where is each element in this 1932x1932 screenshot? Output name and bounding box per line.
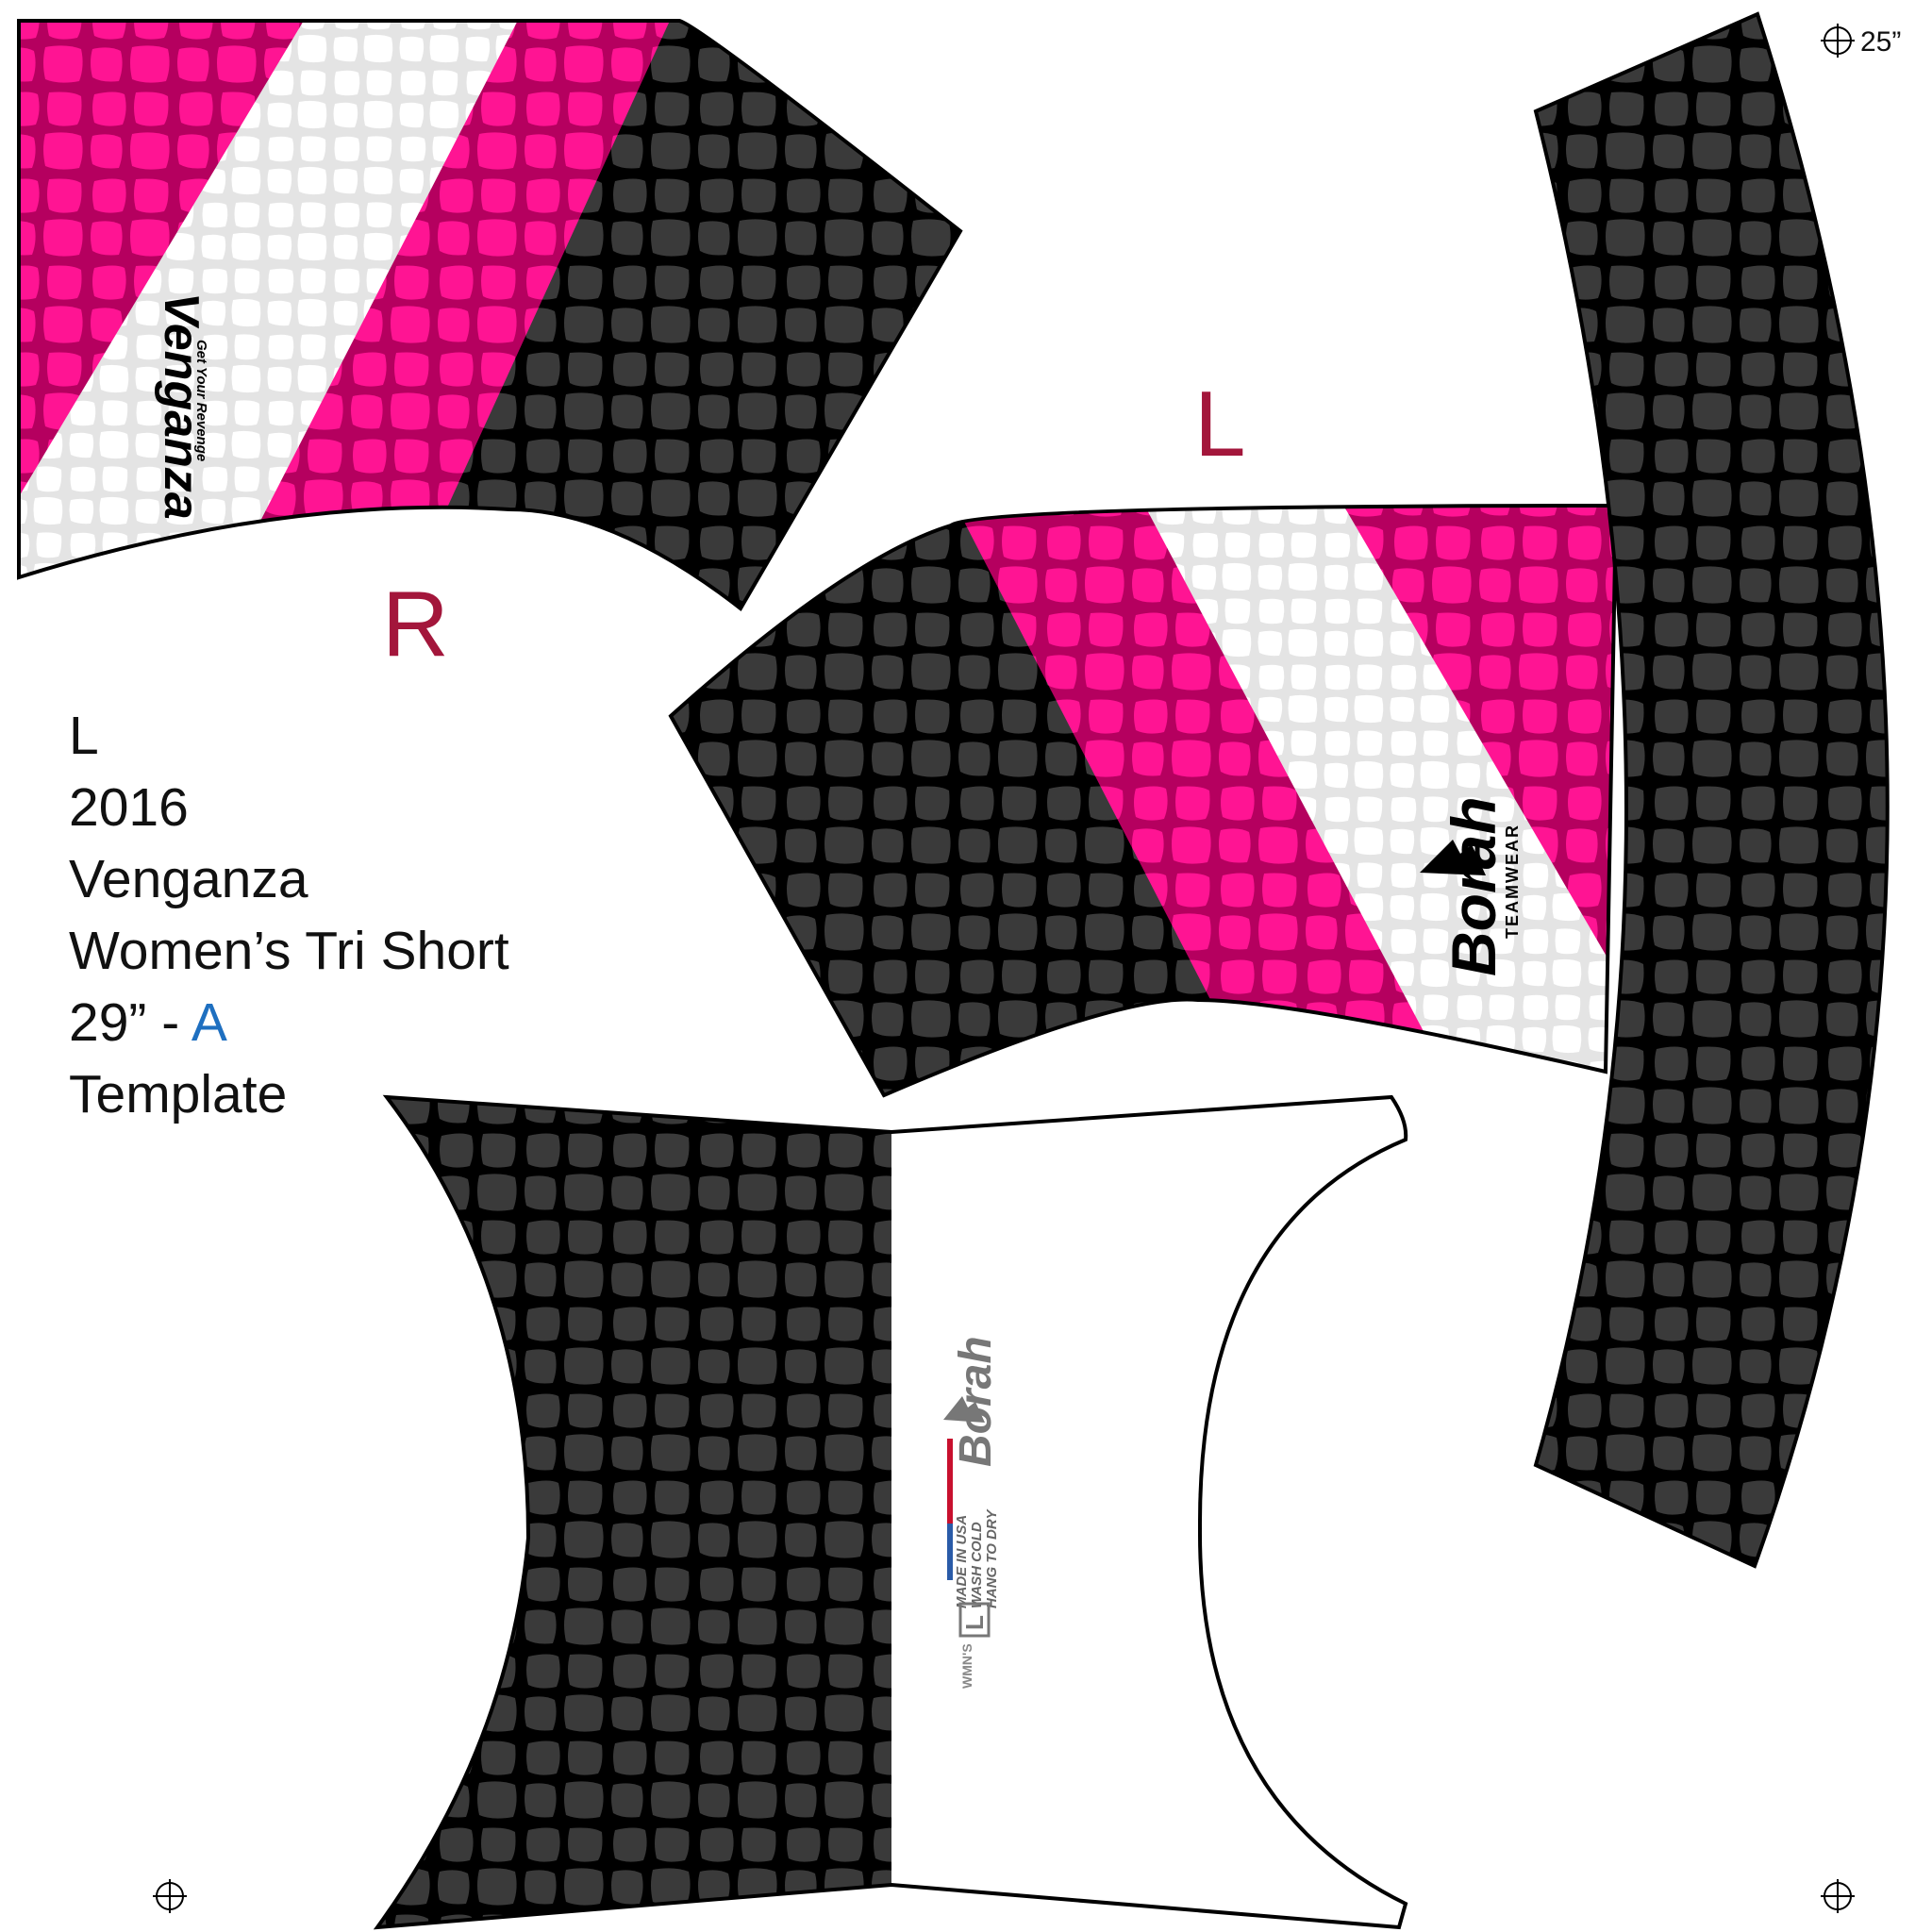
info-year: 2016 bbox=[69, 777, 189, 838]
registration-mark-bottom-left bbox=[153, 1879, 187, 1913]
care-size-box bbox=[958, 1602, 991, 1638]
short-panel-center: Borah MADE IN USA WASH COLD HANG TO DRY … bbox=[373, 1094, 1408, 1930]
care-gender: WMN'S bbox=[959, 1643, 974, 1689]
info-size: L bbox=[69, 706, 99, 766]
care-mountain-icon bbox=[943, 1396, 985, 1423]
registration-label: 25” bbox=[1860, 26, 1902, 58]
venganza-tagline: Get Your Revenge bbox=[193, 340, 209, 461]
borah-logo: Borah TEAMWEAR bbox=[1439, 796, 1522, 976]
short-panel-right: Venganza Get Your Revenge bbox=[17, 19, 963, 611]
venganza-logo: Venganza Get Your Revenge bbox=[154, 292, 209, 520]
care-size: L bbox=[960, 1615, 989, 1630]
care-line-1: MADE IN USA bbox=[954, 1515, 970, 1608]
short-panel-left: Borah TEAMWEAR bbox=[668, 503, 1619, 1098]
waistband-panel bbox=[1533, 11, 1890, 1569]
info-design: Venganza bbox=[69, 849, 308, 909]
registration-mark-bottom-right bbox=[1821, 1879, 1855, 1913]
info-length: 29” - A bbox=[69, 987, 509, 1058]
care-stripe-red bbox=[947, 1439, 953, 1580]
template-info: L 2016 Venganza Women’s Tri Short 29” - … bbox=[69, 700, 509, 1130]
panel-label-right: R bbox=[382, 572, 449, 675]
info-product: Women’s Tri Short bbox=[69, 921, 509, 981]
care-label: Borah MADE IN USA WASH COLD HANG TO DRY … bbox=[943, 1336, 1001, 1689]
care-stripe-blue bbox=[947, 1524, 953, 1580]
info-length-prefix: 29” - bbox=[69, 992, 192, 1053]
registration-mark-top-right bbox=[1821, 24, 1855, 58]
info-length-variant: A bbox=[191, 992, 227, 1053]
info-kind: Template bbox=[69, 1064, 288, 1124]
venganza-script: Venganza bbox=[154, 292, 208, 520]
care-line-2: WASH COLD bbox=[969, 1522, 985, 1608]
care-line-3: HANG TO DRY bbox=[984, 1508, 1000, 1608]
borah-mountain-icon bbox=[1420, 840, 1486, 875]
borah-logo-sub: TEAMWEAR bbox=[1503, 824, 1522, 939]
borah-logo-name: Borah bbox=[1439, 796, 1508, 976]
panel-label-left: L bbox=[1194, 372, 1246, 475]
